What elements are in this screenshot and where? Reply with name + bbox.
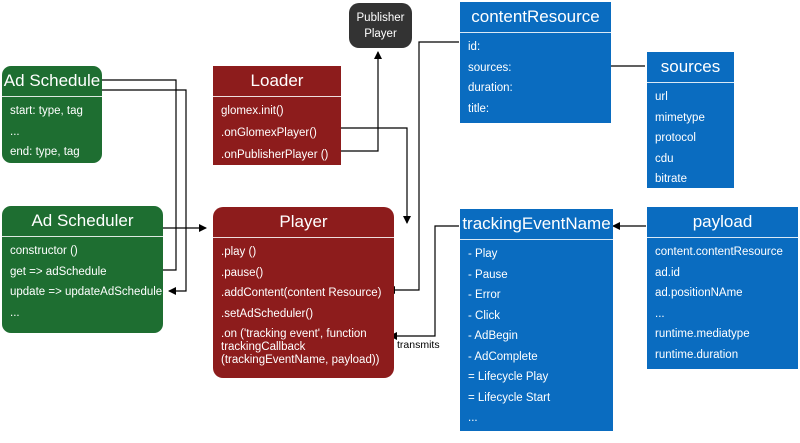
sources-row: url (655, 91, 668, 103)
payload-row: content.contentResource (655, 246, 783, 258)
tracking-event-row: - AdComplete (468, 350, 538, 363)
publisher-label-line1: Publisher (356, 12, 405, 24)
sources-title: sources (647, 52, 734, 83)
ad-scheduler-row: ... (10, 306, 20, 319)
ad-scheduler-row: update => updateAdSchedule (10, 286, 163, 298)
tracking-event-name-node: trackingEventName - Play - Pause - Error… (460, 209, 613, 431)
ad-scheduler-row: constructor () (10, 245, 78, 257)
player-row: .addContent(content Resource) (221, 287, 382, 299)
sources-row: protocol (655, 132, 696, 144)
edge-adschedule-update (102, 89, 187, 295)
sources-row: bitrate (655, 173, 687, 185)
tracking-event-name-title: trackingEventName (460, 209, 613, 240)
player-event-line: trackingCallback (221, 341, 306, 353)
player-row: .pause() (221, 266, 264, 279)
sources-row: mimetype (655, 111, 705, 124)
sources-row: cdu (655, 152, 674, 165)
ad-schedule-row: start: type, tag (10, 105, 83, 117)
tracking-event-row: = Lifecycle Play (468, 371, 549, 383)
ad-schedule-title: Ad Schedule (2, 66, 102, 97)
tracking-event-row: - Error (468, 289, 501, 301)
loader-row: .onPublisherPlayer () (221, 149, 329, 161)
payload-row: ... (655, 307, 665, 320)
transmits-label: transmits (397, 339, 440, 351)
sources-node: sources url mimetype protocol cdu bitrat… (647, 52, 734, 188)
player-event-line: .on ('tracking event', function (221, 328, 367, 340)
ad-schedule-node: Ad Schedule start: type, tag ... end: ty… (2, 66, 102, 163)
edge-loader-player (320, 127, 411, 224)
ad-schedule-row: end: type, tag (10, 146, 80, 158)
tracking-event-row: - Play (468, 248, 498, 260)
ad-scheduler-node: Ad Scheduler constructor () get => adSch… (2, 206, 163, 333)
tracking-event-row: = Lifecycle Start (468, 391, 551, 404)
payload-row: ad.id (655, 266, 680, 279)
tracking-event-row: - AdBegin (468, 330, 518, 342)
player-title: Player (213, 207, 394, 238)
loader-title: Loader (213, 66, 341, 97)
tracking-event-row: - Click (468, 309, 500, 322)
payload-row: runtime.duration (655, 348, 739, 361)
content-resource-row: title: (468, 102, 490, 115)
payload-row: runtime.mediatype (655, 328, 750, 340)
content-resource-row: duration: (468, 82, 513, 94)
content-resource-node: contentResource id: sources: duration: t… (460, 2, 611, 123)
payload-title: payload (647, 207, 798, 238)
player-row: .play () (221, 246, 257, 258)
edge-content-addcontent (387, 41, 459, 294)
publisher-player-node: Publisher Player (349, 3, 412, 48)
player-event-line: (trackingEventName, payload)) (221, 354, 380, 366)
payload-node: payload content.contentResource ad.id ad… (647, 207, 798, 369)
loader-row: .onGlomexPlayer() (221, 127, 317, 139)
content-resource-row: id: (468, 41, 481, 53)
tracking-event-row: - Pause (468, 268, 508, 281)
ad-schedule-row: ... (10, 125, 20, 138)
publisher-label-line2: Player (364, 28, 397, 40)
edge-tracking-on (389, 225, 459, 340)
content-resource-row: sources: (468, 61, 512, 74)
tracking-event-row: ... (468, 412, 478, 424)
ad-scheduler-row: get => adSchedule (10, 265, 107, 278)
player-node: Player .play () .pause() .addContent(con… (213, 207, 394, 378)
payload-row: ad.positionNAme (655, 287, 743, 299)
content-resource-title: contentResource (460, 2, 611, 33)
ad-scheduler-title: Ad Scheduler (2, 206, 163, 237)
loader-row: glomex.init() (221, 105, 284, 117)
loader-node: Loader glomex.init() .onGlomexPlayer() .… (213, 66, 341, 165)
player-row: .setAdScheduler() (221, 307, 314, 320)
